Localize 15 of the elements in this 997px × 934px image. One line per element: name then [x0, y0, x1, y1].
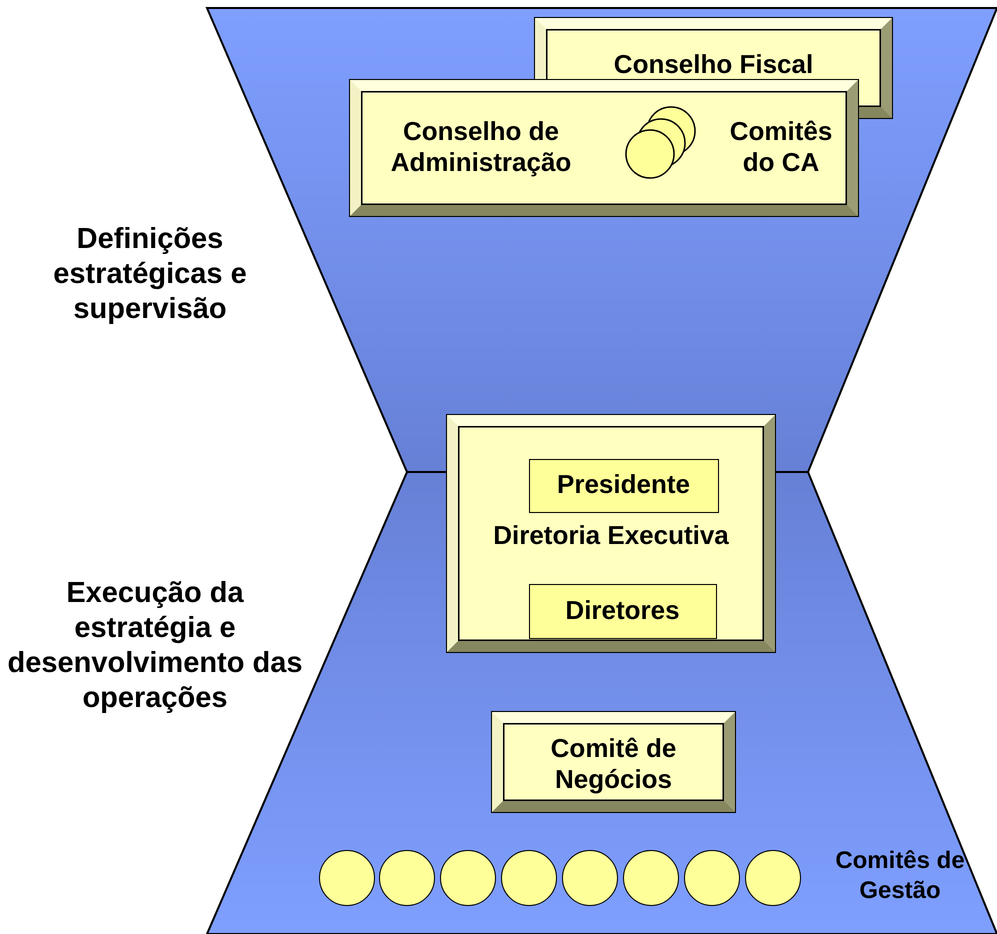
box-text: Diretoria Executiva	[492, 520, 730, 551]
title-box	[529, 584, 717, 639]
section-label: Definições estratégicas e supervisão	[52, 222, 248, 327]
box-text: Comitês do CA	[728, 116, 834, 178]
bevel-box	[350, 80, 858, 216]
title-box	[529, 459, 719, 513]
bevel-box	[447, 415, 775, 652]
section-label: Comitês de Gestão	[834, 846, 966, 906]
box-text: Conselho de Administração	[390, 116, 572, 178]
box-text: Diretores	[564, 595, 681, 626]
box-text: Comitê de Negócios	[550, 733, 678, 795]
bevel-box	[492, 712, 735, 812]
box-text: Conselho Fiscal	[612, 49, 814, 80]
section-label: Execução da estratégia e desenvolvimento das operações	[6, 576, 304, 716]
box-text: Presidente	[556, 469, 691, 500]
